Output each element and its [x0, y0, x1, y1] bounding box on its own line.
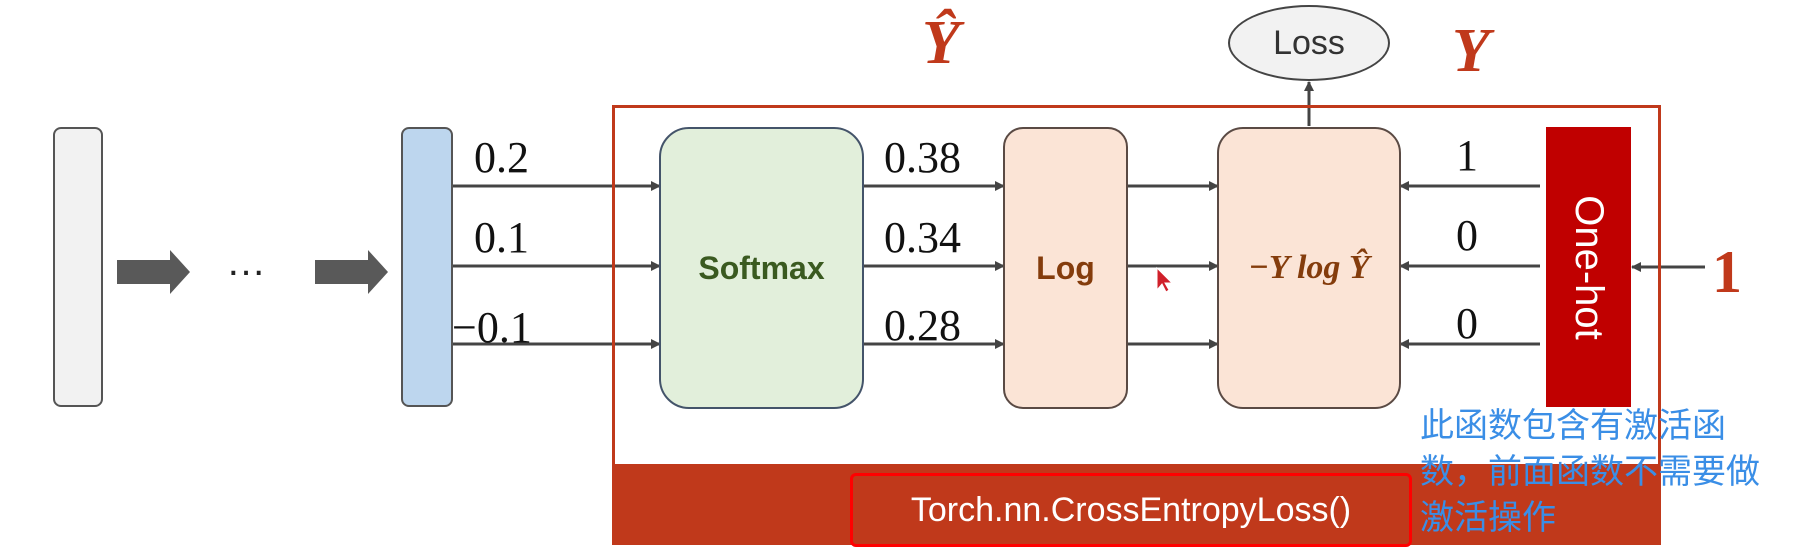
output-layer — [401, 127, 453, 407]
true-label: 1 — [1712, 239, 1742, 305]
log-box: Log — [1003, 127, 1128, 409]
formula-minus: − — [1248, 249, 1269, 286]
prob-value-3: 0.28 — [884, 301, 961, 350]
loss-node: Loss — [1228, 5, 1390, 81]
input-value-3: −0.1 — [452, 303, 532, 352]
annotation-line-2: 数，前面函数不需要做 — [1420, 452, 1760, 492]
softmax-label: Softmax — [698, 249, 825, 286]
api-label: Torch.nn.CrossEntropyLoss() — [910, 490, 1352, 529]
cross-entropy-footer — [612, 467, 1661, 545]
onehot-label: One-hot — [1567, 194, 1611, 340]
annotation-line-1: 此函数包含有激活函 — [1420, 406, 1726, 446]
input-value-1: 0.2 — [474, 133, 529, 182]
log-label: Log — [1036, 249, 1095, 286]
loss-label: Loss — [1273, 23, 1345, 62]
onehot-value-2: 0 — [1456, 211, 1478, 260]
softmax-box: Softmax — [659, 127, 864, 409]
prob-value-1: 0.38 — [884, 133, 961, 182]
cursor-icon — [1156, 266, 1174, 293]
cross-entropy-frame — [612, 105, 1661, 467]
y-hat-label: Ŷ — [922, 9, 960, 77]
onehot-value-1: 1 — [1456, 131, 1478, 180]
block-arrow-2 — [315, 250, 388, 294]
api-label-highlight: Torch.nn.CrossEntropyLoss() — [850, 473, 1412, 547]
annotation-line-3: 激活操作 — [1420, 498, 1556, 538]
formula-box: −Y log Ŷ — [1217, 127, 1401, 409]
y-label: Y — [1452, 17, 1490, 85]
formula-log: log — [1296, 249, 1341, 286]
block-arrow-1 — [117, 250, 190, 294]
onehot-box: One-hot — [1546, 127, 1631, 407]
prob-value-2: 0.34 — [884, 213, 961, 262]
onehot-value-3: 0 — [1456, 299, 1478, 348]
annotation-text: 此函数包含有激活函 数，前面函数不需要做 激活操作 — [1420, 403, 1760, 541]
input-value-2: 0.1 — [474, 213, 529, 262]
formula-text: −Y log Ŷ — [1248, 249, 1369, 287]
ellipsis: … — [226, 240, 266, 284]
formula-y-hat: Ŷ — [1348, 249, 1370, 286]
formula-y: Y — [1268, 249, 1289, 286]
input-layer — [53, 127, 103, 407]
